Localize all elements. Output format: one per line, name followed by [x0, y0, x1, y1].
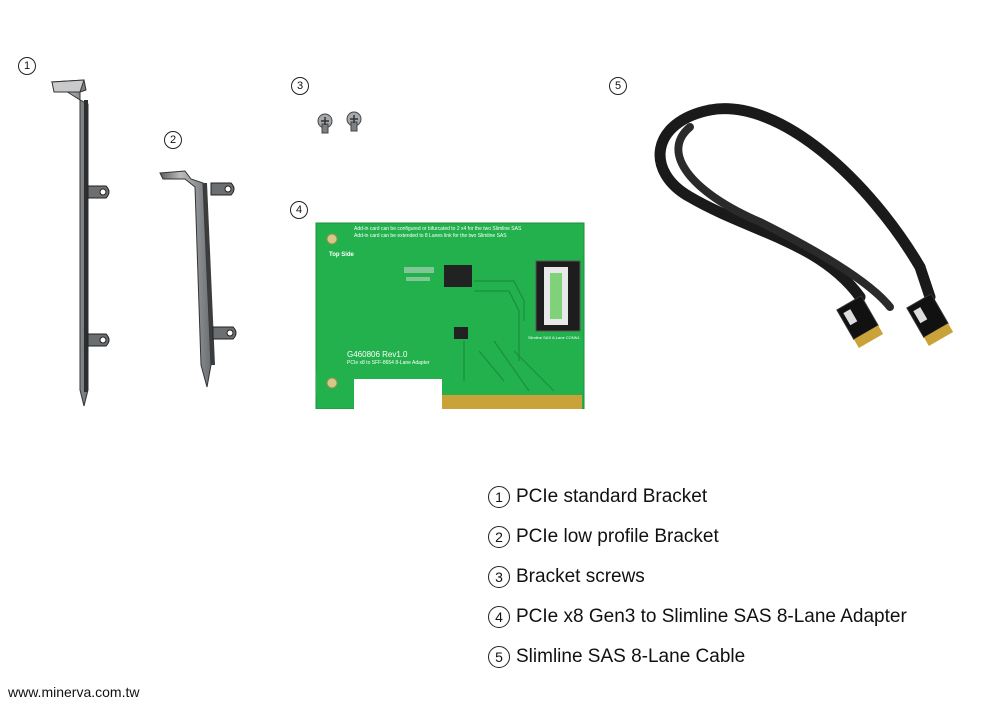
legend-item-1: 1 PCIe standard Bracket: [488, 486, 707, 508]
legend-item-2: 2 PCIe low profile Bracket: [488, 526, 719, 548]
standard-bracket-image: [50, 79, 110, 407]
part-number-2: 2: [164, 131, 182, 149]
pcb-description: PCIe x8 to SFF-8654 8-Lane Adapter: [347, 360, 430, 366]
pcb-note-2: Add-in card can be extended to 8 Lanes l…: [354, 233, 507, 239]
pcb-connector-label: Slimline SAS 8-Lane CONN1: [528, 335, 580, 340]
legend-number-3: 3: [488, 566, 510, 588]
adapter-card: Add-in card can be configured or bifurca…: [314, 221, 586, 409]
legend-text-1: PCIe standard Bracket: [516, 486, 708, 507]
legend-text-5: Slimline SAS 8-Lane Cable: [516, 646, 746, 667]
pcb-model: G460806 Rev1.0: [347, 350, 408, 359]
legend-number-2: 2: [488, 526, 510, 548]
pcb-note-1: Add-in card can be configured or bifurca…: [354, 226, 522, 232]
pcb-side-label: Top Side: [329, 252, 354, 258]
slimline-sas-cable-image: [654, 103, 954, 349]
legend-text-2: PCIe low profile Bracket: [516, 526, 719, 547]
legend-item-4: 4 PCIe x8 Gen3 to Slimline SAS 8-Lane Ad…: [488, 606, 907, 628]
part-number-5: 5: [609, 77, 627, 95]
bracket-screws-image: [317, 111, 362, 134]
low-profile-bracket-image: [159, 170, 237, 388]
adapter-card-board: [315, 222, 585, 409]
part-number-1: 1: [18, 57, 36, 75]
legend-text-4: PCIe x8 Gen3 to Slimline SAS 8-Lane Adap…: [516, 606, 907, 627]
website-url: www.minerva.com.tw: [8, 684, 140, 700]
part-number-4: 4: [290, 201, 308, 219]
part-number-3: 3: [291, 77, 309, 95]
legend-number-5: 5: [488, 646, 510, 668]
legend-text-3: Bracket screws: [516, 566, 645, 587]
legend-number-4: 4: [488, 606, 510, 628]
legend-item-3: 3 Bracket screws: [488, 566, 645, 588]
legend-number-1: 1: [488, 486, 510, 508]
legend-item-5: 5 Slimline SAS 8-Lane Cable: [488, 646, 745, 668]
